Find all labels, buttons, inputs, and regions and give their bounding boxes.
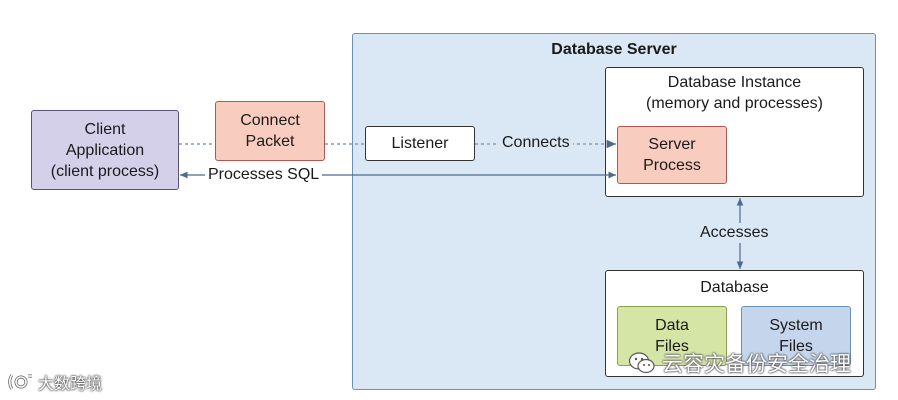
watermark-left-text: 大数跨境 — [38, 376, 103, 393]
server-process-node: Server Process — [617, 126, 727, 184]
watermark-right-text: 云容灾备份安全治理 — [662, 353, 851, 376]
watermark-right: 云容灾备份安全治理 — [628, 348, 851, 378]
database-server-title: Database Server — [551, 41, 677, 58]
database-instance-title: Database Instance (memory and processes) — [646, 74, 823, 112]
client-application-node: Client Application (client process) — [31, 110, 179, 190]
processes-sql-label: Processes SQL — [205, 165, 323, 185]
system-files-node: System Files — [741, 306, 851, 366]
connects-label: Connects — [499, 133, 573, 153]
database-title: Database — [700, 279, 769, 296]
listener-node: Listener — [365, 126, 475, 161]
accesses-label: Accesses — [697, 223, 772, 243]
logo-icon — [8, 374, 32, 390]
connect-packet-node: Connect Packet — [215, 101, 325, 161]
wechat-icon — [628, 352, 655, 374]
watermark-left: 大数跨境 — [8, 370, 102, 394]
